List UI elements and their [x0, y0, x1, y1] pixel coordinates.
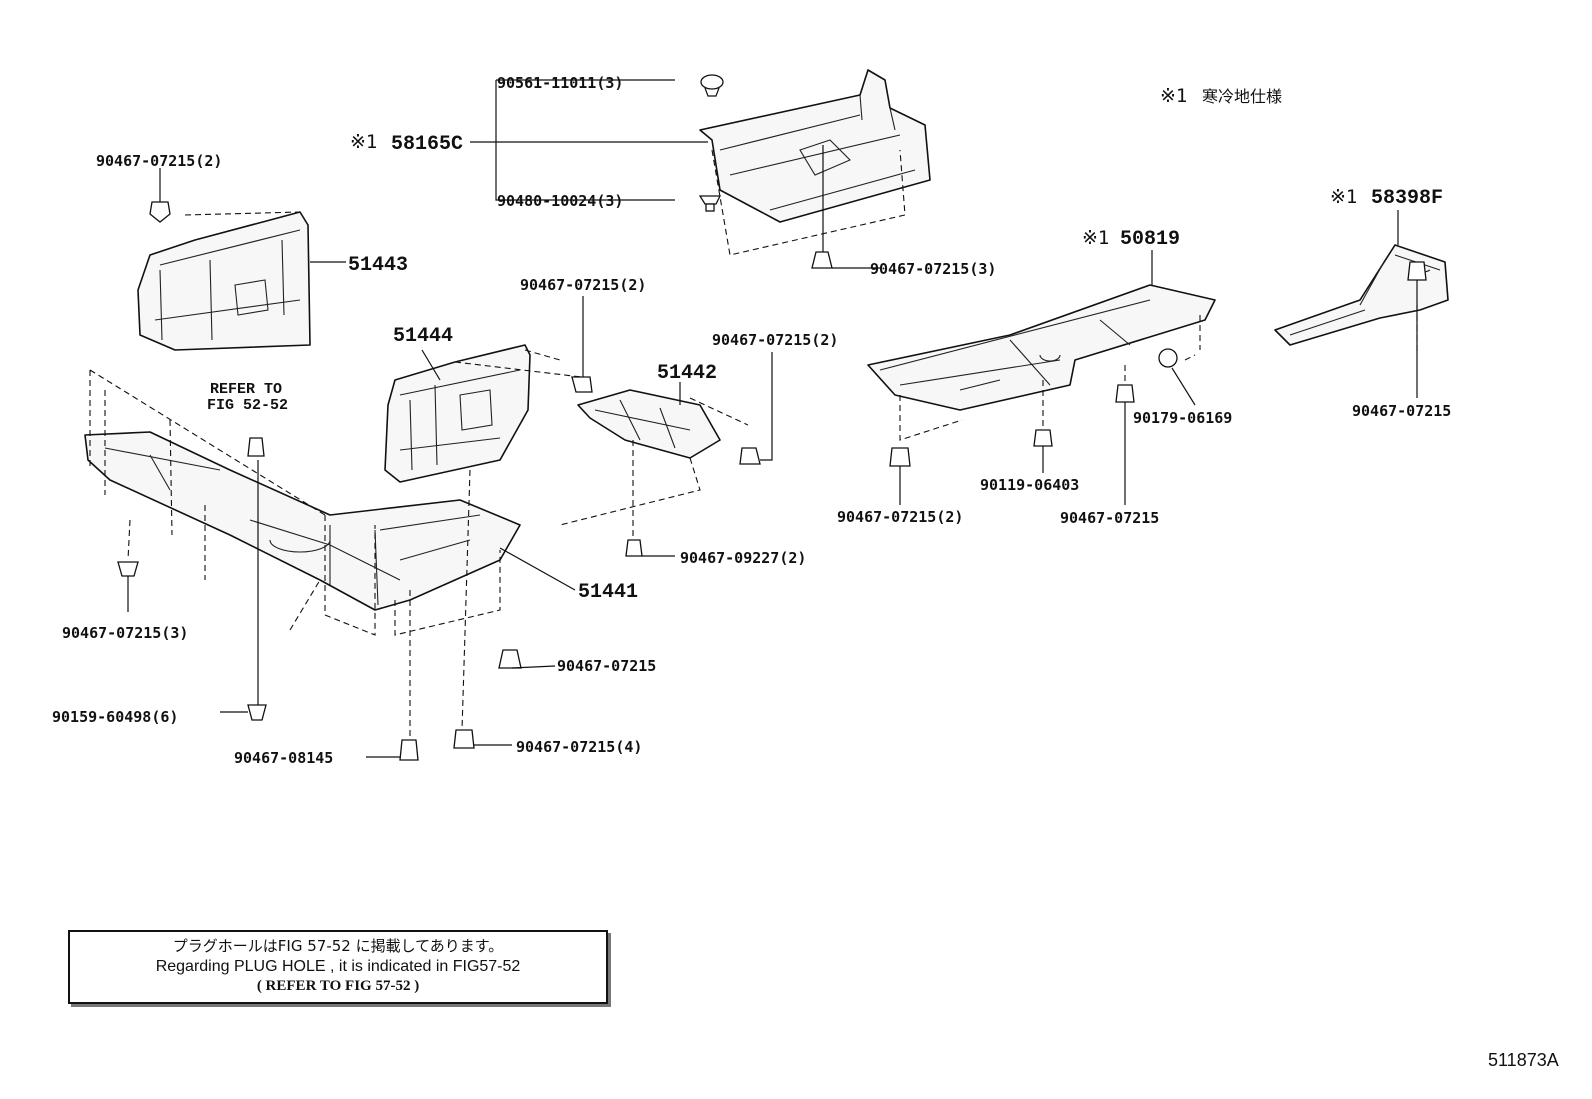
clip-58165c-bottom: [811, 251, 833, 269]
clip-51442-right: [739, 447, 761, 465]
clip-51443-top: [149, 201, 171, 223]
part-50819-shape: [867, 284, 1216, 441]
clip-51442-side: [571, 376, 593, 393]
clip-51442-bottom: [625, 539, 643, 557]
label-90467-07215-f: 90467-07215(2): [837, 508, 963, 526]
clip-51441-bolt: [247, 704, 267, 721]
figure-code: 511873A: [1488, 1050, 1559, 1070]
label-90467-07215-c: 90467-07215(2): [520, 276, 646, 294]
label-90467-07215-i: 90467-07215: [557, 657, 656, 675]
grommet-90179: [1158, 348, 1178, 368]
label-51444: 51444: [393, 325, 453, 348]
note-english: Regarding PLUG HOLE , it is indicated in…: [155, 958, 521, 975]
label-58398F: 58398F: [1371, 187, 1443, 210]
part-51444-shape: [384, 344, 591, 483]
label-51441: 51441: [578, 581, 638, 604]
label-90467-07215-j: 90467-07215(4): [516, 738, 642, 756]
label-90159-60498: 90159-60498(6): [52, 708, 178, 726]
clip-58398F: [1407, 261, 1427, 281]
part-58165C-shape: [699, 69, 931, 256]
clip-51441-mid: [498, 649, 522, 669]
label-90467-09227: 90467-09227(2): [680, 549, 806, 567]
label-90467-07215-b: 90467-07215(3): [870, 260, 996, 278]
label-90467-07215-d: 90467-07215(2): [712, 331, 838, 349]
clip-51441-4: [453, 729, 475, 749]
clip-50819-left: [889, 447, 911, 467]
label-50819: 50819: [1120, 228, 1180, 251]
part-58398F-shape: [1274, 244, 1449, 346]
label-90467-07215-a: 90467-07215(2): [96, 152, 222, 170]
note-reference: ( REFER TO FIG 57-52 ): [256, 978, 420, 994]
clip-90480: [698, 195, 722, 212]
label-90561-11011: 90561-11011(3): [497, 74, 623, 92]
label-51442: 51442: [657, 362, 717, 385]
label-90480-10024: 90480-10024(3): [497, 192, 623, 210]
mark-50819: ※1: [1082, 227, 1109, 249]
plug-hole-note: プラグホールはFIG 57-52 に掲載してあります。 Regarding PL…: [68, 930, 608, 1004]
clip-50819-mid: [1033, 429, 1053, 447]
label-58165C: 58165C: [391, 133, 463, 156]
clip-51441-08145: [399, 739, 419, 761]
clip-50819-right: [1115, 384, 1135, 403]
label-90467-07215-h: 90467-07215(3): [62, 624, 188, 642]
part-51442-shape: [559, 389, 749, 540]
legend-text: 寒冷地仕様: [1202, 87, 1282, 106]
part-51443-shape: [137, 211, 311, 351]
label-90119-06403: 90119-06403: [980, 476, 1079, 494]
mark-58398F: ※1: [1330, 186, 1357, 208]
clip-51441-left: [117, 561, 139, 577]
label-90179-06169: 90179-06169: [1133, 409, 1232, 427]
clip-90561: [700, 74, 724, 97]
mark-58165C: ※1: [350, 131, 377, 153]
label-90467-07215-e: 90467-07215: [1352, 402, 1451, 420]
label-90467-07215-g: 90467-07215: [1060, 509, 1159, 527]
label-51443: 51443: [348, 254, 408, 277]
refer-line1: REFER TO: [210, 381, 282, 398]
legend-mark: ※1: [1160, 85, 1187, 107]
note-japanese: プラグホールはFIG 57-52 に掲載してあります。: [172, 937, 504, 955]
clip-51441-refer: [247, 437, 265, 457]
label-90467-08145: 90467-08145: [234, 749, 333, 767]
part-51441-shape: [84, 369, 521, 745]
refer-line2: FIG 52-52: [207, 397, 288, 414]
